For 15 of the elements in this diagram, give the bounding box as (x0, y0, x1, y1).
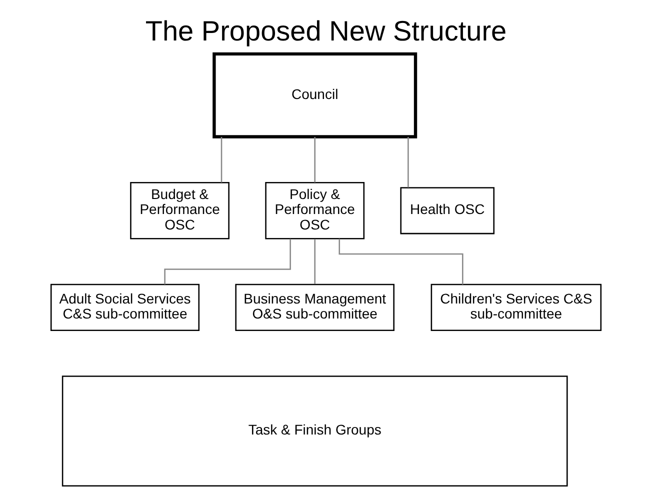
node-box: Council (212, 52, 418, 138)
connector (314, 239, 316, 284)
node-box: Business Management O&S sub-committee (235, 284, 394, 332)
connector (220, 136, 222, 182)
node-box: Adult Social Services C&S sub-committee (50, 284, 200, 332)
diagram-title: The Proposed New Structure (145, 16, 507, 47)
node-box: Task & Finish Groups (62, 376, 568, 486)
node-box: Policy & Performance OSC (265, 182, 365, 240)
node-box: Health OSC (400, 187, 495, 234)
node-box: Budget & Performance OSC (130, 182, 230, 240)
connector (164, 238, 291, 284)
connector (314, 136, 316, 182)
node-box: Children's Services C&S sub-committee (430, 284, 602, 332)
connector (408, 136, 409, 188)
connector (338, 238, 464, 284)
